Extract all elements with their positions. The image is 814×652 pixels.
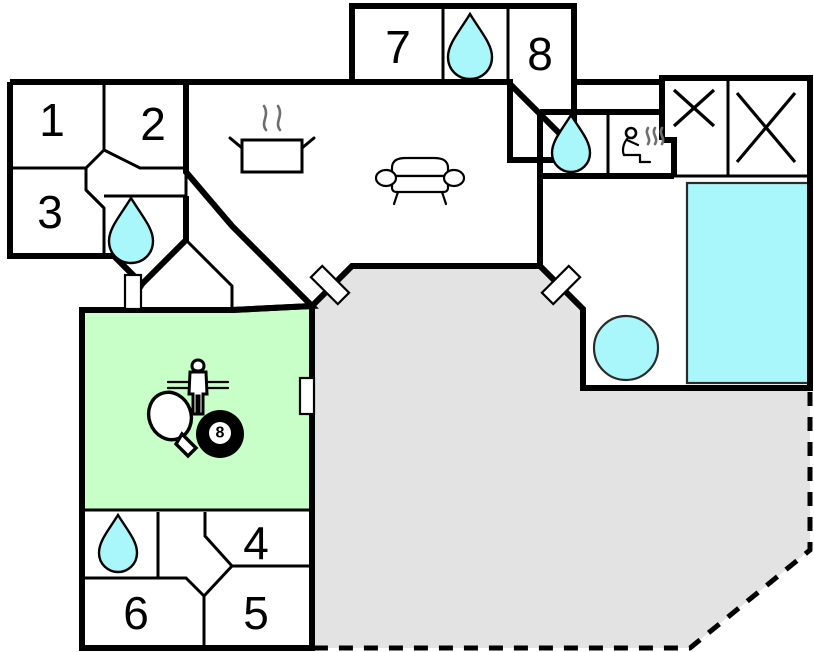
hall-bottom-diagonal-left	[158, 576, 206, 598]
crossed-room-icon-1	[672, 88, 716, 128]
swimming-pool	[685, 181, 813, 385]
room-label-6: 6	[123, 587, 149, 639]
terrace-dashed-boundary	[312, 392, 813, 651]
room-label-1: 1	[39, 94, 65, 146]
foosball-figure-icon	[166, 358, 230, 416]
crossed-room-icon-2	[735, 91, 797, 164]
terrace-area	[312, 266, 810, 648]
sauna-icon	[621, 126, 665, 164]
hall-diagonal-1	[103, 148, 186, 170]
door-opening-terrace-left[interactable]	[309, 264, 351, 306]
wall-room3-right	[84, 188, 106, 256]
table-tennis-paddle-icon	[146, 390, 199, 459]
room-label-5: 5	[243, 587, 269, 639]
top-block-wall	[349, 3, 577, 163]
water-drop-icon-bottom	[97, 512, 139, 574]
water-drop-icon-upper-left	[107, 195, 155, 265]
room-label-8: 8	[527, 28, 553, 80]
room-label-2: 2	[140, 98, 166, 150]
door-opening-terrace-right[interactable]	[540, 264, 582, 306]
door-opening-upper-left[interactable]	[123, 273, 143, 311]
room-label-7: 7	[385, 21, 411, 73]
water-drop-icon-top	[446, 11, 494, 81]
water-drop-icon-right-wing	[550, 112, 592, 174]
round-whirlpool	[592, 314, 660, 382]
door-opening-game-room[interactable]	[298, 376, 316, 416]
room-label-4: 4	[243, 517, 269, 569]
hall-bottom-diagonal-right	[202, 564, 234, 598]
sofa-icon	[374, 156, 466, 206]
sauna-right-wall	[662, 137, 677, 176]
wall-diagonal-hall	[184, 238, 234, 310]
partition-room4-left	[203, 512, 234, 568]
billiard-eight-ball-icon: 8	[196, 410, 244, 458]
game-room-wall	[82, 303, 313, 313]
eight-ball-label: 8	[216, 425, 225, 442]
room-label-3: 3	[37, 186, 63, 238]
cooking-pot-icon	[228, 104, 316, 174]
